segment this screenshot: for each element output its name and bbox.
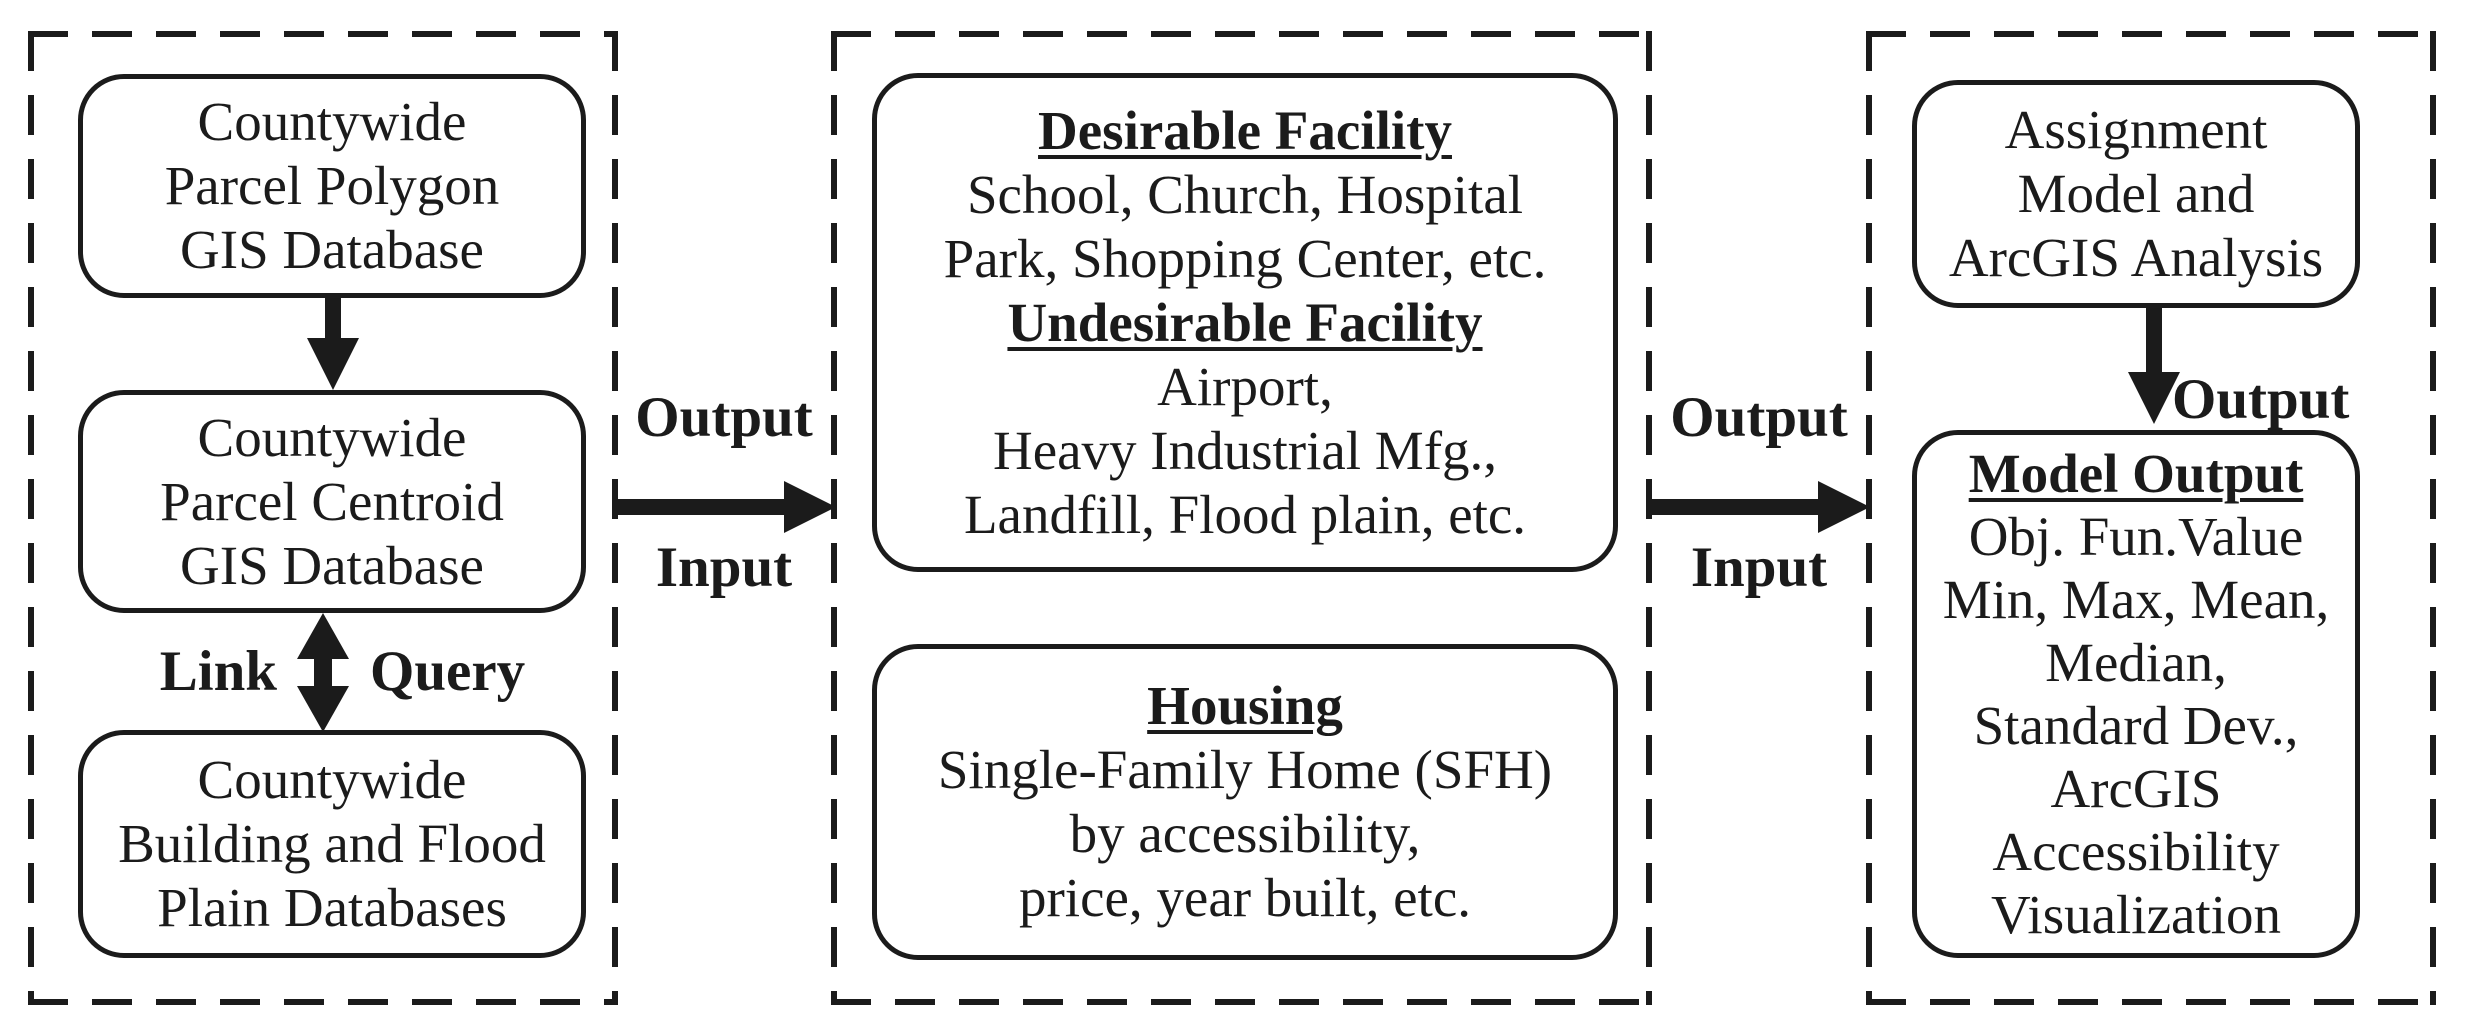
desirable-facility-heading: Desirable Facility: [1038, 99, 1452, 161]
facilities-box: Desirable Facility School, Church, Hospi…: [872, 73, 1618, 572]
box-line: Standard Dev.,: [1973, 695, 2299, 756]
box-line: Countywide: [197, 749, 467, 810]
connector1-output-label: Output: [635, 386, 813, 449]
countywide-building-flood-box: Countywide Building and Flood Plain Data…: [78, 730, 586, 958]
connector2-output-label: Output: [1670, 386, 1848, 449]
model-output-box: Model Output Obj. Fun.Value Min, Max, Me…: [1912, 430, 2360, 958]
box-line: by accessibility,: [1069, 803, 1421, 864]
box-line: price, year built, etc.: [1018, 867, 1471, 928]
query-label: Query: [370, 640, 526, 703]
box-line: GIS Database: [180, 219, 484, 280]
connector2-input-label: Input: [1690, 536, 1828, 599]
box-line: Park, Shopping Center, etc.: [943, 227, 1547, 289]
box-line: Single-Family Home (SFH): [937, 739, 1553, 800]
link-label: Link: [159, 640, 277, 703]
box-line: Countywide: [197, 91, 467, 152]
countywide-parcel-centroid-box: Countywide Parcel Centroid GIS Database: [78, 390, 586, 613]
box-line: Min, Max, Mean,: [1942, 569, 2330, 630]
box-line: Assignment: [2004, 99, 2268, 160]
model-output-heading: Model Output: [1968, 443, 2304, 504]
box-line: Countywide: [197, 406, 467, 468]
connector1-input-label: Input: [655, 536, 793, 599]
box-line: Accessibility: [1992, 821, 2280, 882]
housing-box: Housing Single-Family Home (SFH) by acce…: [872, 644, 1618, 960]
box-line: Airport,: [1157, 355, 1333, 417]
box-line: Parcel Polygon: [164, 155, 500, 216]
box-line: Obj. Fun.Value: [1968, 506, 2304, 567]
model-output-arrow-label: Output: [2172, 368, 2350, 431]
box-line: Parcel Centroid: [160, 470, 504, 532]
box-line: Landfill, Flood plain, etc.: [963, 483, 1527, 545]
box-line: Visualization: [1991, 884, 2281, 945]
housing-heading: Housing: [1147, 675, 1343, 736]
box-line: Building and Flood: [118, 813, 546, 874]
assignment-model-box: Assignment Model and ArcGIS Analysis: [1912, 80, 2360, 308]
box-line: Median,: [2045, 632, 2227, 693]
box-line: Plain Databases: [157, 877, 507, 938]
box-line: Heavy Industrial Mfg.,: [992, 419, 1498, 481]
box-line: ArcGIS Analysis: [1948, 227, 2324, 288]
box-line: School, Church, Hospital: [966, 163, 1524, 225]
undesirable-facility-heading: Undesirable Facility: [1007, 291, 1483, 353]
box-line: GIS Database: [180, 534, 484, 596]
box-line: Model and: [2017, 163, 2255, 224]
countywide-parcel-polygon-box: Countywide Parcel Polygon GIS Database: [78, 74, 586, 298]
box-line: ArcGIS: [2050, 758, 2222, 819]
